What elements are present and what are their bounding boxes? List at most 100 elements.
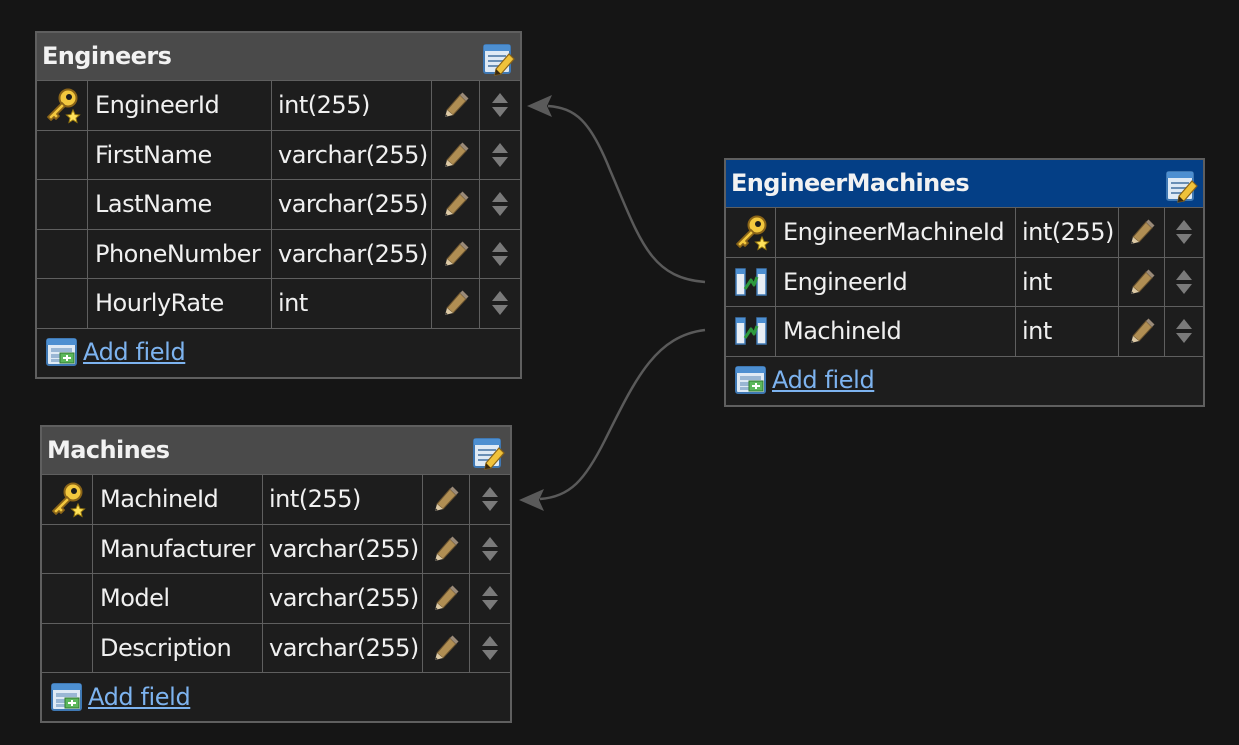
key-cell [42, 574, 93, 623]
field-row[interactable]: Manufacturer varchar(255) [42, 524, 510, 574]
field-row[interactable]: Description varchar(255) [42, 623, 510, 673]
key-cell [37, 279, 88, 328]
edit-field-button[interactable] [1119, 208, 1165, 257]
reorder-handle[interactable] [480, 230, 520, 279]
reorder-handle[interactable] [470, 624, 510, 673]
connector-machineid-arrowhead [519, 489, 544, 511]
field-row[interactable]: Model varchar(255) [42, 574, 510, 624]
foreign-key-icon [734, 317, 767, 345]
up-down-arrows-icon [1176, 220, 1192, 245]
reorder-handle[interactable] [470, 574, 510, 623]
key-cell [37, 229, 88, 278]
table-header[interactable]: EngineerMachines [726, 160, 1203, 208]
edit-field-button[interactable] [432, 180, 480, 229]
add-field-row: Add field [726, 357, 1203, 404]
edit-field-button[interactable] [423, 524, 470, 573]
edit-field-button[interactable] [432, 130, 480, 179]
reorder-handle[interactable] [480, 180, 520, 229]
edit-field-button[interactable] [432, 81, 480, 130]
edit-field-button[interactable] [423, 623, 470, 672]
field-type: varchar(255) [263, 574, 423, 623]
edit-table-icon[interactable] [1165, 169, 1199, 203]
field-row[interactable]: EngineerId int(255) [37, 81, 520, 131]
reorder-handle[interactable] [480, 81, 520, 130]
field-type: varchar(255) [263, 524, 423, 573]
key-cell [42, 623, 93, 672]
pencil-icon [444, 142, 468, 167]
edit-field-button[interactable] [1119, 307, 1165, 356]
field-name: Model [93, 574, 263, 623]
add-field-link[interactable]: Add field [83, 338, 186, 366]
table-machines[interactable]: Machines MachineId int(255) [40, 425, 512, 723]
field-type: varchar(255) [272, 180, 432, 229]
edit-table-icon[interactable] [482, 42, 516, 76]
table-header[interactable]: Machines [42, 427, 510, 475]
field-row[interactable]: MachineId int [726, 307, 1203, 357]
connector-machineid [539, 328, 706, 501]
up-down-arrows-icon [482, 487, 498, 512]
up-down-arrows-icon [482, 586, 498, 611]
field-type: varchar(255) [263, 623, 423, 672]
pencil-icon [444, 290, 468, 316]
pencil-icon [435, 536, 459, 561]
table-header[interactable]: Engineers [37, 33, 520, 81]
up-down-arrows-icon [1176, 319, 1192, 344]
field-type: varchar(255) [272, 130, 432, 179]
add-field-icon[interactable] [734, 363, 768, 397]
reorder-handle[interactable] [1165, 208, 1203, 257]
up-down-arrows-icon [492, 142, 508, 167]
field-row[interactable]: EngineerId int [726, 257, 1203, 307]
field-name: MachineId [93, 475, 263, 524]
field-row[interactable]: PhoneNumber varchar(255) [37, 229, 520, 279]
field-type: int(255) [1016, 208, 1119, 257]
field-row[interactable]: FirstName varchar(255) [37, 130, 520, 180]
up-down-arrows-icon [492, 241, 508, 266]
pencil-icon [1130, 269, 1154, 294]
up-down-arrows-icon [492, 291, 508, 316]
pencil-icon [435, 585, 459, 611]
pencil-icon [435, 486, 459, 512]
edit-field-button[interactable] [423, 475, 470, 524]
edit-field-button[interactable] [432, 229, 480, 278]
add-field-icon[interactable] [50, 680, 84, 714]
edit-field-button[interactable] [432, 279, 480, 328]
edit-field-button[interactable] [423, 574, 470, 623]
reorder-handle[interactable] [1165, 307, 1203, 356]
field-row[interactable]: MachineId int(255) [42, 475, 510, 525]
add-field-icon[interactable] [45, 335, 79, 369]
add-field-row: Add field [37, 329, 520, 376]
field-type: int(255) [272, 81, 432, 130]
reorder-handle[interactable] [480, 131, 520, 180]
up-down-arrows-icon [482, 635, 498, 660]
field-type: varchar(255) [272, 229, 432, 278]
primary-key-cell [42, 475, 93, 524]
key-icon [735, 215, 770, 251]
field-name: EngineerId [88, 81, 272, 130]
pencil-icon [444, 241, 468, 266]
add-field-link[interactable]: Add field [88, 682, 191, 711]
edit-field-button[interactable] [1119, 257, 1165, 306]
add-field-link[interactable]: Add field [772, 366, 875, 394]
edit-table-icon[interactable] [472, 436, 506, 470]
field-type: int [1016, 307, 1119, 356]
primary-key-cell [37, 81, 88, 130]
reorder-handle[interactable] [480, 279, 520, 328]
connector-engineerid-arrowhead [527, 95, 552, 117]
reorder-handle[interactable] [470, 475, 510, 524]
field-row[interactable]: HourlyRate int [37, 279, 520, 329]
reorder-handle[interactable] [1165, 258, 1203, 307]
table-engineers[interactable]: Engineers EngineerId int(255) [35, 31, 522, 379]
field-row[interactable]: EngineerMachineId int(255) [726, 208, 1203, 258]
pencil-icon [1130, 318, 1154, 344]
field-name: PhoneNumber [88, 229, 272, 278]
field-row[interactable]: LastName varchar(255) [37, 180, 520, 230]
reorder-handle[interactable] [470, 525, 510, 574]
add-field-row: Add field [42, 673, 510, 720]
table-engineer-machines[interactable]: EngineerMachines EngineerMachineId int(2… [724, 158, 1205, 407]
pencil-icon [435, 635, 459, 660]
foreign-key-icon [734, 268, 767, 296]
field-name: Manufacturer [93, 524, 263, 573]
up-down-arrows-icon [1176, 269, 1192, 294]
up-down-arrows-icon [482, 536, 498, 561]
